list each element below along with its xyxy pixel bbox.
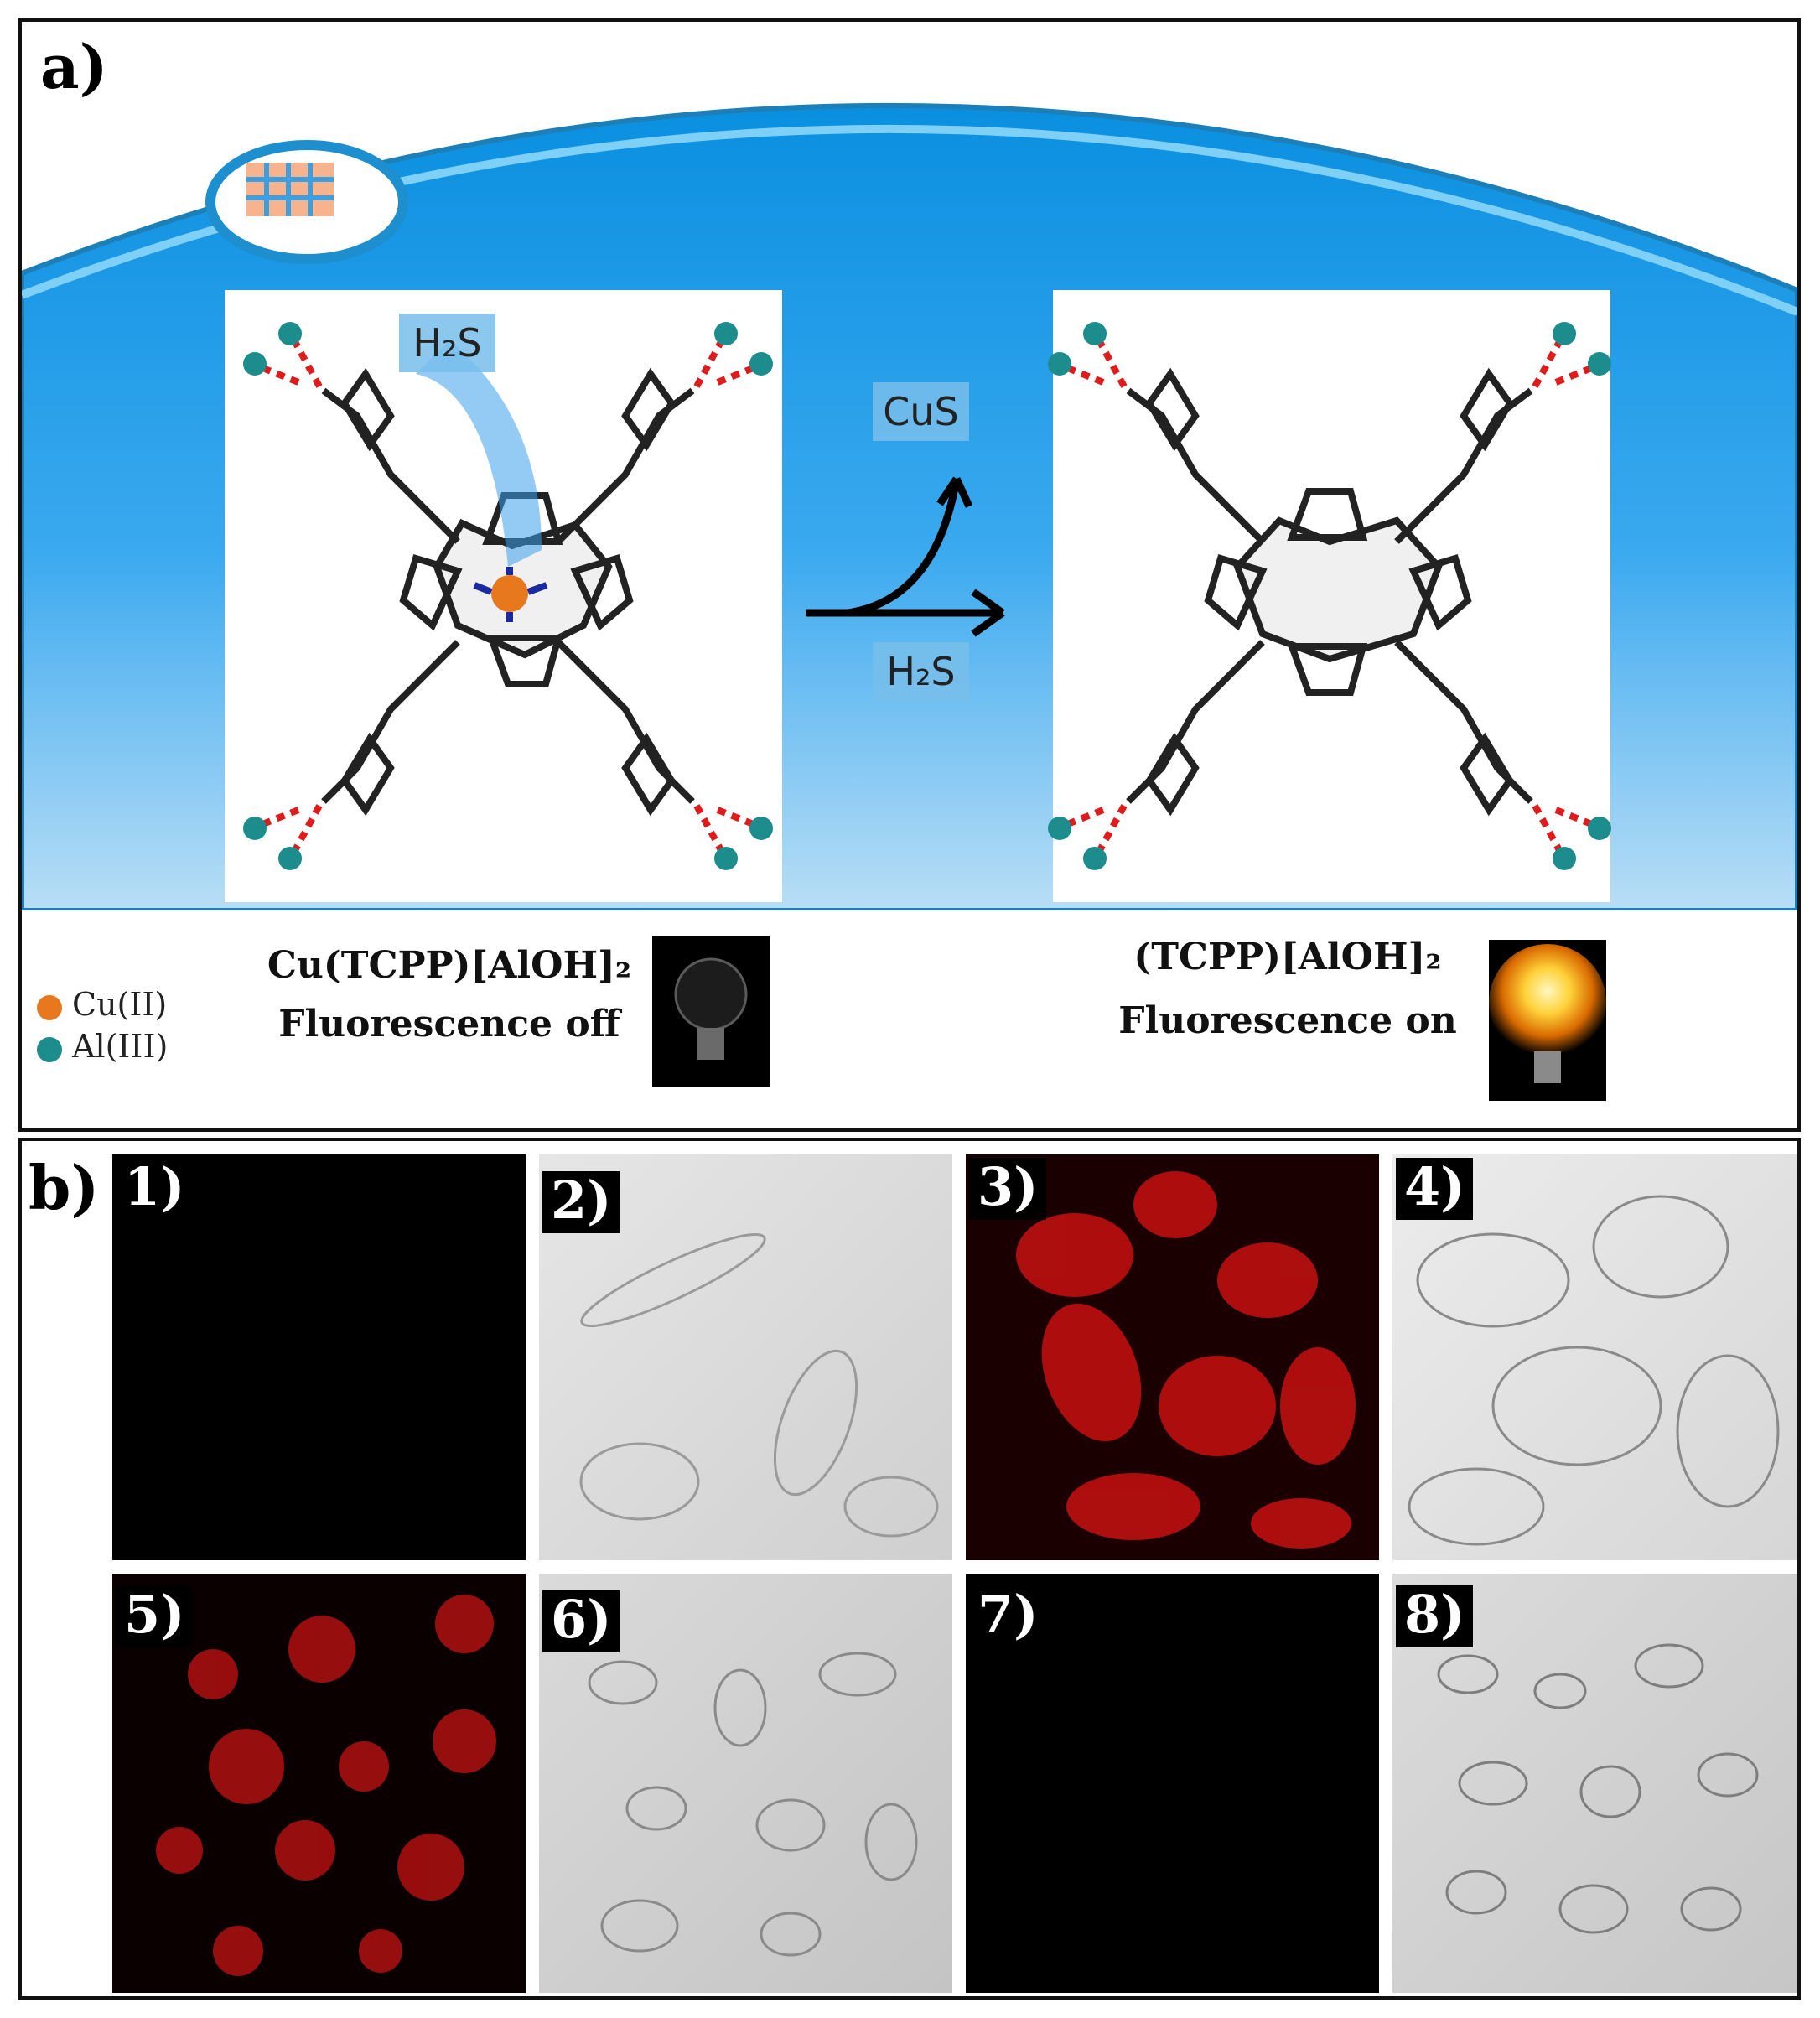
panel-b: b) 1) 2) 3) 4) 5) 6) 7) 8): [18, 1138, 1801, 2000]
h2s-label-arrow: H₂S: [873, 642, 969, 701]
right-compound-name: (TCPP)[AlOH]₂: [1133, 936, 1442, 978]
cells-brightfield-4: [1408, 1195, 1780, 1546]
tile-label-2: 2): [542, 1171, 620, 1233]
panel-b-label: b): [29, 1152, 100, 1223]
cu-legend-dot: [37, 994, 62, 1020]
tile-label-8: 8): [1396, 1585, 1474, 1647]
right-fluorescence-state: Fluorescence on: [1118, 999, 1457, 1042]
cell-diagram: [22, 102, 1797, 1128]
micrograph-3: [966, 1154, 1379, 1560]
tile-label-4: 4): [1396, 1158, 1474, 1220]
tile-label-5: 5): [116, 1585, 194, 1647]
cells-red-fluorescence: [1016, 1171, 1356, 1549]
micrograph-4: [1392, 1154, 1797, 1560]
tcpp-molecule: [1126, 367, 1533, 817]
tcpp-linkers: [1060, 339, 1600, 853]
al-atoms: [243, 322, 773, 870]
panel-a: a) H₂S CuS H₂S Cu(TCPP)[AlOH]₂ Fluoresce…: [18, 18, 1801, 1132]
reaction-arrow: [806, 476, 1005, 637]
cu-tcpp-linkers: [255, 339, 761, 853]
cus-label: CuS: [873, 382, 969, 441]
cells-brightfield-8: [1437, 1643, 1759, 1934]
cells-brightfield-6: [588, 1652, 918, 1957]
tile-label-7: 7): [969, 1585, 1047, 1647]
cells-brightfield: [579, 1233, 939, 1538]
cu-legend-label: Cu(II): [72, 986, 168, 1023]
tile-label-1: 1): [116, 1158, 194, 1220]
legend-al: Al(III): [37, 1028, 168, 1065]
tile-label-3: 3): [969, 1158, 1047, 1220]
al-legend-label: Al(III): [72, 1028, 169, 1065]
left-compound-name: Cu(TCPP)[AlOH]₂: [267, 944, 632, 987]
cells-red-fluorescence-5: [156, 1595, 496, 1976]
left-fluorescence-state: Fluorescence off: [278, 1003, 620, 1045]
cu-center-atom: [491, 575, 528, 612]
h2s-label-left: H₂S: [399, 314, 495, 372]
micrograph-1: [112, 1154, 526, 1560]
h2s-attack-arrow: [416, 340, 542, 567]
tile-label-6: 6): [542, 1590, 620, 1652]
panel-a-label: a): [40, 31, 108, 102]
al-legend-dot: [37, 1036, 62, 1062]
legend-cu: Cu(II): [37, 986, 167, 1023]
mof-crystal-icon: [246, 163, 334, 216]
